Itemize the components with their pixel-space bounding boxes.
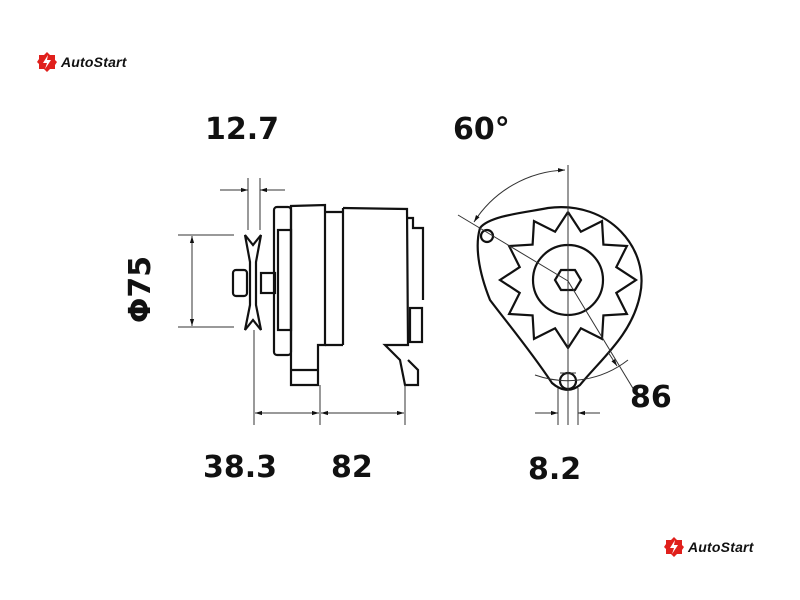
dim-pulley-diameter: Φ75 — [123, 255, 159, 324]
autostart-logo-top: AutoStart — [37, 52, 127, 72]
brand-name: AutoStart — [61, 54, 127, 70]
dim-mount-hole: 8.2 — [528, 452, 582, 487]
side-dimensions — [178, 178, 406, 425]
brand-name: AutoStart — [688, 539, 754, 555]
end-dimensions — [457, 165, 638, 425]
pulley — [243, 234, 263, 331]
dim-mount-radius: 86 — [630, 380, 672, 415]
rear-cover — [408, 216, 425, 300]
brand-gear-icon — [37, 52, 57, 72]
flange-inner — [276, 228, 293, 332]
upper-mount-hole — [479, 228, 495, 244]
dim-front-to-mount: 38.3 — [203, 450, 278, 485]
dim-mount-angle: 60° — [453, 112, 510, 147]
side-view — [231, 203, 425, 387]
front-housing — [289, 203, 327, 387]
brand-gear-icon — [664, 537, 684, 557]
autostart-logo-bottom: AutoStart — [664, 537, 754, 557]
dim-pulley-width: 12.7 — [205, 112, 280, 147]
rear-housing — [342, 206, 420, 387]
pulley-nut — [231, 268, 249, 298]
shaft-nut — [553, 268, 583, 292]
dim-mount-span: 82 — [331, 450, 373, 485]
